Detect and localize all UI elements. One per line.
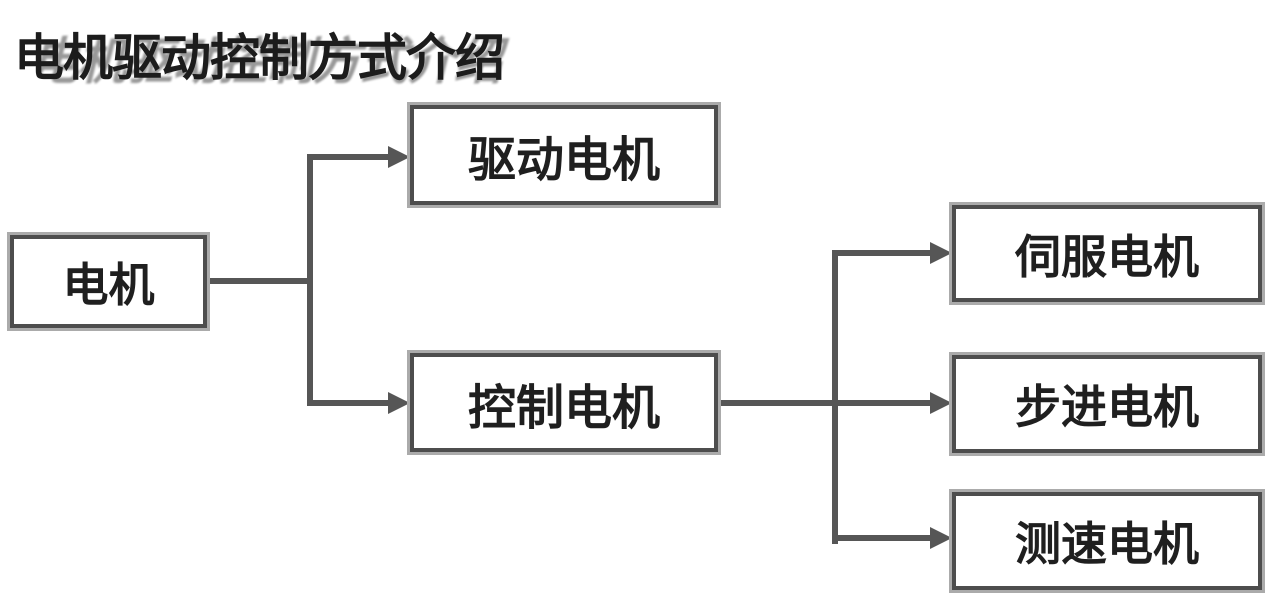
connector-control-stem	[718, 400, 838, 406]
node-servo-motor: 伺服电机	[952, 205, 1262, 302]
page-title: 电机驱动控制方式介绍 电机驱动控制方式介绍	[14, 18, 574, 90]
page-title-text: 电机驱动控制方式介绍	[14, 30, 505, 86]
node-stepper-motor-label: 步进电机	[1015, 381, 1199, 433]
node-tachometer-motor-label: 测速电机	[1015, 518, 1199, 570]
node-motor: 电机	[10, 235, 207, 328]
connector-motor-to-control	[310, 400, 390, 406]
node-tachometer-motor: 测速电机	[952, 492, 1262, 590]
connector-control-vertical	[832, 250, 838, 544]
node-drive-motor: 驱动电机	[410, 105, 718, 205]
connector-control-to-stepper	[838, 400, 932, 406]
node-control-motor: 控制电机	[410, 353, 718, 452]
arrowhead-to-servo-motor	[930, 242, 952, 264]
connector-motor-stem	[207, 278, 310, 284]
connector-control-to-servo	[835, 250, 932, 256]
node-servo-motor-label: 伺服电机	[1015, 230, 1199, 283]
arrowhead-to-stepper-motor	[930, 392, 952, 414]
connector-motor-to-drive	[310, 154, 390, 160]
connector-control-to-tacho	[835, 535, 932, 541]
arrowhead-to-control-motor	[388, 392, 410, 414]
arrowhead-to-tacho-motor	[930, 527, 952, 549]
node-control-motor-label: 控制电机	[467, 381, 660, 435]
node-stepper-motor: 步进电机	[952, 355, 1262, 453]
node-motor-label: 电机	[62, 258, 155, 311]
connector-motor-vertical	[307, 154, 313, 406]
node-drive-motor-label: 驱动电机	[467, 134, 660, 187]
arrowhead-to-drive-motor	[388, 146, 410, 168]
